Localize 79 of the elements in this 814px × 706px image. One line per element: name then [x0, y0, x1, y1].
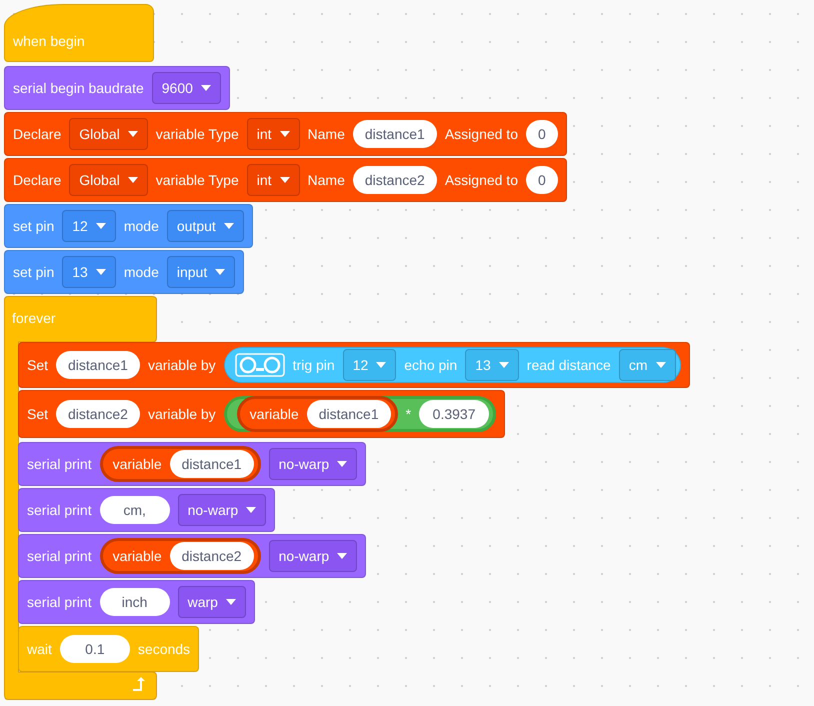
input-field: 0.3937: [419, 400, 490, 428]
block-label: seconds: [138, 641, 190, 657]
block-label: set pin: [13, 218, 54, 234]
declare-block: [4, 158, 567, 202]
dropdown: Global: [69, 118, 148, 150]
input-field: 0.1: [60, 635, 130, 663]
block-label: serial print: [27, 456, 92, 472]
block-label: variable: [112, 548, 162, 564]
dropdown: Global: [69, 164, 148, 196]
dropdown: int: [246, 118, 300, 150]
input-field: distance2: [56, 400, 140, 428]
block-label: mode: [124, 264, 159, 280]
input-field: 0: [526, 120, 558, 148]
set-variable-block: [18, 342, 690, 388]
block-label: variable: [250, 406, 299, 422]
block-label: Declare: [13, 172, 62, 188]
block-label: serial begin baudrate: [13, 80, 144, 96]
block-label: read distance: [526, 357, 611, 373]
dropdown: no-warp: [268, 448, 358, 480]
block-label: Name: [308, 172, 345, 188]
block-label: Declare: [13, 126, 62, 142]
input-field: 0: [526, 166, 558, 194]
event-block: [4, 4, 154, 62]
block-label: variable by: [148, 406, 216, 422]
block-label: Name: [308, 126, 345, 142]
block-label: Set: [27, 357, 48, 373]
block-label: serial print: [27, 548, 92, 564]
dropdown: output: [166, 210, 244, 242]
sensor-reporter: [224, 347, 681, 383]
declare-block: [4, 112, 567, 156]
dropdown: input: [166, 256, 236, 288]
block-label: echo pin: [404, 357, 458, 373]
block-label: Assigned to: [444, 172, 518, 188]
block-label: serial print: [27, 502, 92, 518]
set-pin-block: [4, 250, 244, 294]
dropdown: 13: [62, 256, 116, 288]
block-label: serial print: [27, 594, 92, 610]
serial-print-block: [18, 534, 366, 578]
dropdown: no-warp: [178, 494, 266, 526]
dropdown: warp: [178, 586, 246, 618]
input-field: inch: [100, 588, 170, 616]
input-field: distance1: [170, 450, 254, 478]
set-variable-block: [18, 390, 506, 438]
dropdown: no-warp: [268, 540, 358, 572]
dropdown: 13: [465, 349, 519, 381]
block-label: wait: [27, 641, 52, 657]
input-field: distance1: [56, 351, 140, 379]
input-field: cm,: [100, 496, 170, 524]
dropdown: 9600: [152, 72, 221, 104]
block-label: variable: [112, 456, 162, 472]
serial-block: [4, 66, 230, 110]
serial-print-block: [18, 442, 366, 486]
wait-block: [18, 626, 200, 672]
dropdown: int: [246, 164, 300, 196]
dropdown: cm: [618, 349, 676, 381]
block-label: variable Type: [156, 126, 239, 142]
variable-reporter: [100, 446, 261, 482]
dropdown: 12: [62, 210, 116, 242]
input-field: distance2: [170, 542, 254, 570]
variable-reporter: [100, 538, 261, 574]
input-field: distance1: [306, 400, 391, 428]
block-label: variable Type: [156, 172, 239, 188]
serial-print-block: [18, 580, 255, 624]
multiply-reporter: [224, 396, 496, 432]
input-field: distance2: [352, 166, 437, 194]
variable-reporter: [236, 396, 398, 432]
set-pin-block: [4, 204, 253, 248]
block-label: variable by: [148, 357, 216, 373]
block-label: Assigned to: [444, 126, 518, 142]
block-label: trig pin: [292, 357, 335, 373]
input-field: distance1: [352, 120, 437, 148]
dropdown: 12: [342, 349, 396, 381]
serial-print-block: [18, 488, 276, 532]
block-label: set pin: [13, 264, 54, 280]
block-label: Set: [27, 406, 48, 422]
block-label: *: [406, 406, 412, 422]
block-label: mode: [124, 218, 159, 234]
block-label: forever: [12, 310, 56, 326]
block-label: when begin: [13, 33, 85, 49]
